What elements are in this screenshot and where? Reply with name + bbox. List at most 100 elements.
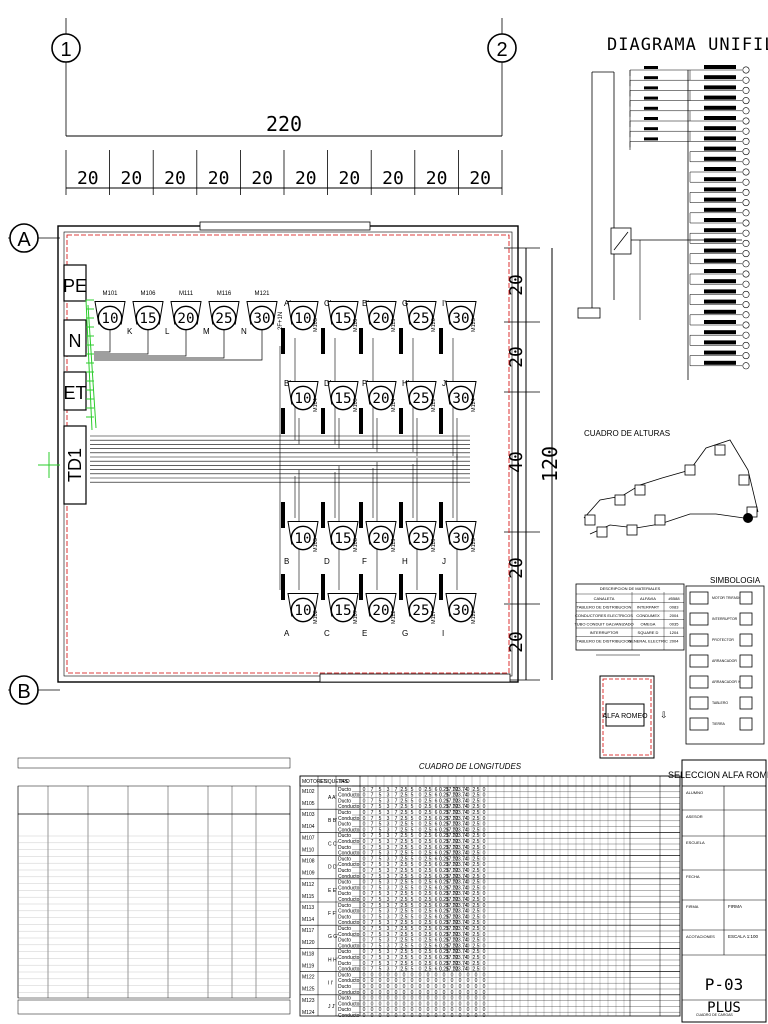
motor-size: 15 (334, 603, 351, 619)
motor-m121[interactable]: 30 (246, 301, 278, 331)
row-type: Ducto (338, 903, 351, 909)
motor-icon (330, 385, 356, 411)
motor-code: M111 (179, 291, 194, 297)
panel-n: N (69, 331, 82, 351)
length-value: 6 (435, 787, 438, 793)
length-value: 0 (475, 972, 478, 978)
branch-label (704, 309, 736, 314)
motor-icon (742, 362, 750, 370)
length-value: 0 (435, 972, 438, 978)
length-value: 0 (387, 996, 390, 1002)
length-value: 6 (435, 827, 438, 833)
north-arrow: ⇩ (660, 710, 668, 720)
length-value: 7 (395, 804, 398, 810)
length-value: 2.5 (473, 822, 480, 828)
motor-m124[interactable]: 30 (445, 381, 477, 411)
motor-m103[interactable]: 10 (287, 521, 319, 551)
length-value: 7 (395, 839, 398, 845)
motor-m117[interactable]: 25 (405, 593, 437, 623)
length-value: 3 (387, 868, 390, 874)
length-value: 0 (363, 1007, 366, 1013)
motor-icon (742, 199, 750, 207)
row-type: Ducto (338, 926, 351, 932)
branch-label (704, 289, 736, 294)
length-value: 2.5 (401, 816, 408, 822)
motor-m116[interactable]: 25 (208, 301, 240, 331)
longitudes-header: MOTORES (302, 779, 328, 785)
motor-m105[interactable]: 10 (287, 301, 319, 331)
length-value: 17.72 (446, 903, 459, 909)
motor-tag: F (362, 557, 367, 566)
row-type: Ducto (338, 880, 351, 886)
length-value: 5 (411, 938, 414, 944)
conduit-label (281, 502, 285, 528)
length-value: 7 (395, 810, 398, 816)
length-value: 6 (435, 949, 438, 955)
row-type: Ducto (338, 972, 351, 978)
length-value: 2.5 (473, 914, 480, 920)
motor-size: 20 (372, 391, 389, 407)
motor-icon (742, 158, 750, 166)
motor-m108[interactable]: 15 (327, 521, 359, 551)
motor-m104[interactable]: 10 (287, 381, 319, 411)
motor-m120[interactable]: 25 (405, 301, 437, 331)
length-value: 6 (435, 804, 438, 810)
length-value: 0 (483, 967, 486, 973)
motor-code: M120 (302, 940, 315, 946)
length-value: 17.72 (446, 891, 459, 897)
motor-tag: C C' (328, 841, 338, 847)
length-value: 3 (387, 839, 390, 845)
length-value: 0 (403, 1007, 406, 1013)
length-value: 17.72 (446, 874, 459, 880)
motor-m119[interactable]: 25 (405, 381, 437, 411)
length-value: 2.5 (425, 816, 432, 822)
conduit-label (439, 502, 443, 528)
motor-m113[interactable]: 20 (365, 521, 397, 551)
length-value: 6 (435, 822, 438, 828)
length-value: 0 (459, 1013, 462, 1019)
motor-tag: K (127, 327, 133, 336)
dim-segment: 20 (121, 168, 143, 189)
length-value: 0 (363, 885, 366, 891)
motor-m111[interactable]: 20 (170, 301, 202, 331)
simbologia: SIMBOLOGIA MOTOR TRIFASICOINTERRUPTORPRO… (574, 576, 765, 745)
motor-m115[interactable]: 20 (365, 301, 397, 331)
branch-label (704, 218, 736, 222)
length-value: 5 (411, 845, 414, 851)
motor-code: M105 (302, 801, 315, 807)
length-value: 17.72 (446, 862, 459, 868)
motor-m102[interactable]: 10 (287, 593, 319, 623)
length-value: 17.72 (446, 822, 459, 828)
motor-m109[interactable]: 15 (327, 381, 359, 411)
length-value: 7 (395, 862, 398, 868)
motor-m110[interactable]: 15 (327, 301, 359, 331)
motor-m122[interactable]: 30 (445, 593, 477, 623)
length-value: 0 (379, 990, 382, 996)
motor-tag: B' (284, 379, 291, 388)
length-value: 0.25 (439, 839, 449, 845)
legend-item: TABLERO DE DISTRIBUCION (577, 605, 632, 610)
length-value: 17.72 (446, 880, 459, 886)
motor-m107[interactable]: 15 (327, 593, 359, 623)
motor-m114[interactable]: 20 (365, 381, 397, 411)
row-type: Ducto (338, 810, 351, 816)
length-value: 0 (419, 891, 422, 897)
motor-m118[interactable]: 25 (405, 521, 437, 551)
length-value: 6 (435, 810, 438, 816)
length-value: 2.5 (401, 851, 408, 857)
motor-m101[interactable]: 10 (94, 301, 126, 331)
conduit-label (399, 502, 403, 528)
motor-m112[interactable]: 20 (365, 593, 397, 623)
motor-m123[interactable]: 30 (445, 521, 477, 551)
motor-icon (290, 525, 316, 551)
motor-m106[interactable]: 15 (132, 301, 164, 331)
motor-m125[interactable]: 30 (445, 301, 477, 331)
length-value: 2.5 (425, 845, 432, 851)
length-value: 17.72 (446, 816, 459, 822)
length-value: 0 (483, 984, 486, 990)
length-value: 0 (363, 891, 366, 897)
length-value: 103.74 (452, 804, 468, 810)
length-value: 103.74 (452, 816, 468, 822)
length-value: 103.74 (452, 914, 468, 920)
